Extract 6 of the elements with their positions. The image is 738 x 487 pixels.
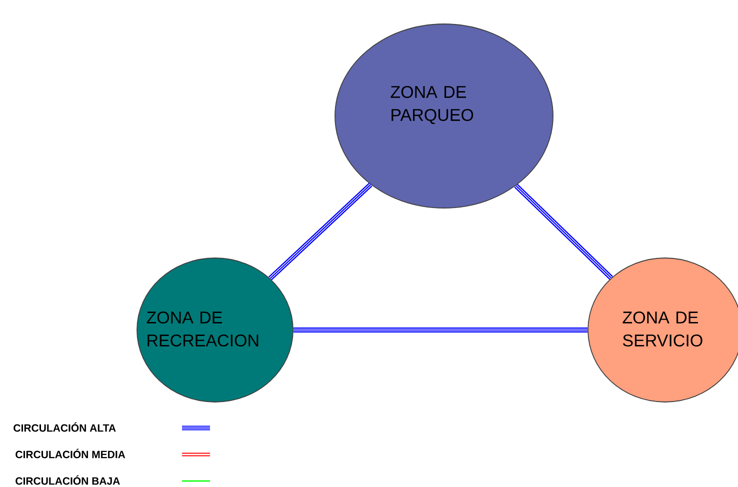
triple-line [514, 184, 613, 280]
triple-line [293, 328, 588, 332]
legend-label: CIRCULACIÓN ALTA [14, 422, 116, 432]
legend-label: CIRCULACIÓN BAJA [16, 475, 120, 485]
triple-line [268, 182, 372, 280]
legend-label: CIRCULACIÓN MEDIA [16, 448, 126, 458]
